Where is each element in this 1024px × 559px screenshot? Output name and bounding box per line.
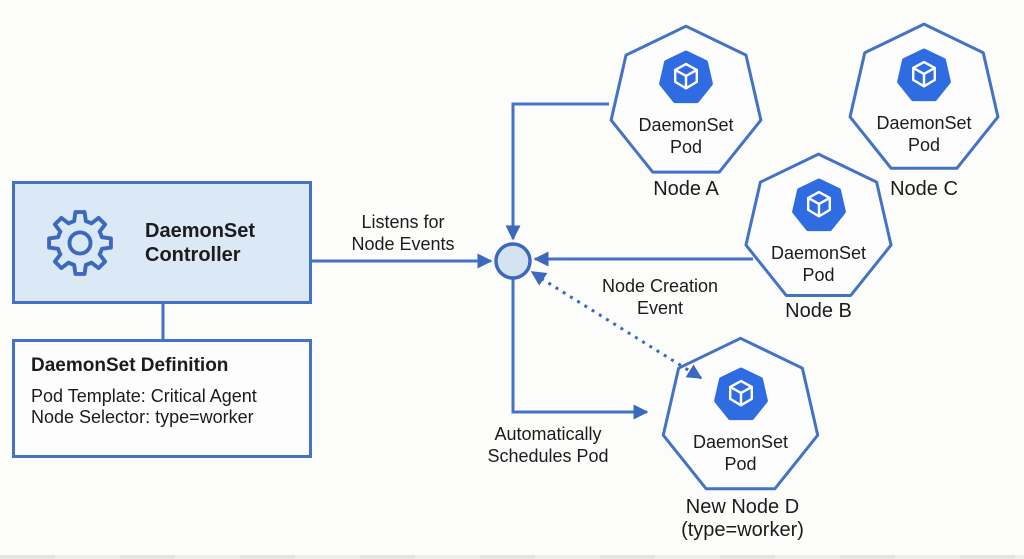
kubernetes-pod-icon <box>659 50 713 109</box>
daemonset-controller-box: DaemonSet Controller <box>12 181 312 304</box>
definition-title: DaemonSet Definition <box>31 355 229 376</box>
node-c-label: Node C <box>890 178 958 200</box>
gear-icon <box>41 201 119 285</box>
node-c: DaemonSet Pod <box>845 21 1003 179</box>
node-b: DaemonSet Pod <box>741 151 896 306</box>
label-node-creation-event: Node Creation Event <box>601 276 719 318</box>
pod-label: DaemonSet Pod <box>638 115 734 157</box>
event-junction-circle <box>494 242 532 280</box>
controller-title: DaemonSet Controller <box>145 219 256 266</box>
pod-label: DaemonSet Pod <box>876 113 972 155</box>
definition-node-selector: Node Selector: type=worker <box>31 407 254 427</box>
definition-pod-template: Pod Template: Critical Agent <box>31 386 257 406</box>
node-a-event-arrow <box>505 102 609 241</box>
label-listens-for-node-events: Listens for Node Events <box>351 212 455 254</box>
daemonset-definition-box: DaemonSet Definition Pod Template: Criti… <box>12 339 312 458</box>
node-a: DaemonSet Pod <box>606 23 766 183</box>
kubernetes-pod-icon <box>713 367 768 426</box>
kubernetes-pod-icon <box>897 48 951 107</box>
pod-label: DaemonSet Pod <box>692 432 789 474</box>
node-b-label: Node B <box>785 300 852 322</box>
bottom-edge-artifact <box>0 555 1024 559</box>
kubernetes-pod-icon <box>791 178 846 237</box>
node-d: DaemonSet Pod <box>658 335 823 500</box>
pod-label: DaemonSet Pod <box>770 243 867 285</box>
node-d-label: New Node D (type=worker) <box>681 496 804 541</box>
label-automatically-schedules-pod: Automatically Schedules Pod <box>487 424 609 466</box>
dotted-arrowhead-into-junction <box>530 271 548 286</box>
node-a-label: Node A <box>653 178 719 200</box>
